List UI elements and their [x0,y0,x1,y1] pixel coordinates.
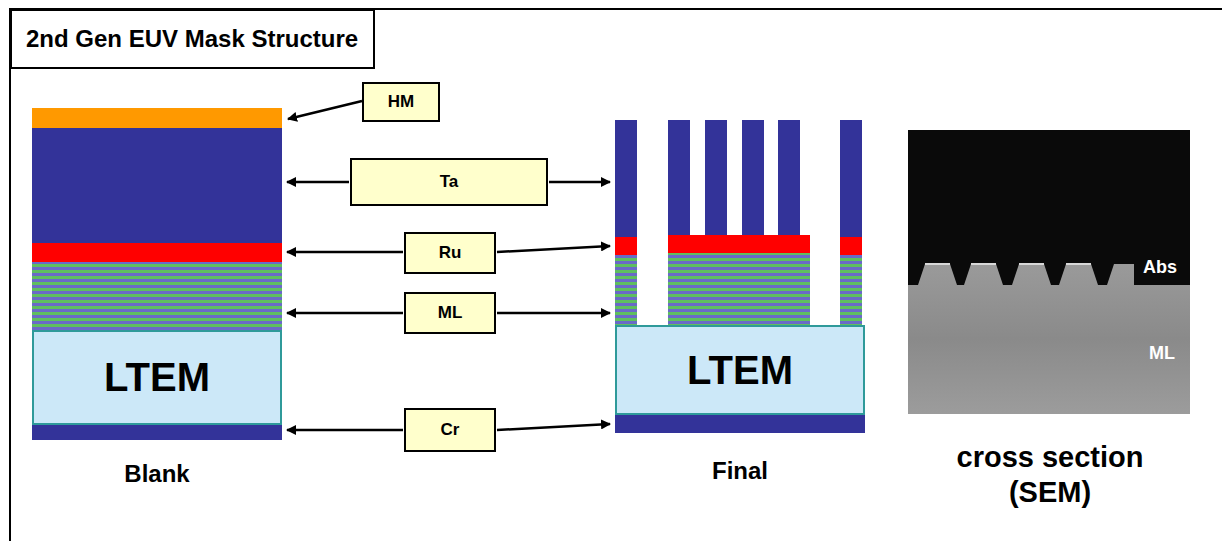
substrate-box: LTEM [615,325,865,415]
text-label: ML [1149,343,1175,364]
node-text: LTEM [687,348,793,393]
node-text: HM [388,92,414,112]
layer-label-box: Ta [350,158,548,206]
sem-image [908,130,1190,414]
frame-line [10,9,1222,541]
text-label: Final [712,457,768,485]
text-label: Blank [124,460,189,488]
node-text: ML [438,303,463,323]
text-label: cross section (SEM) [950,440,1150,510]
text-label: Abs [1143,257,1177,278]
layer-label-box: ML [404,292,496,334]
final-stack [615,120,865,433]
title-text: 2nd Gen EUV Mask Structure [26,25,358,53]
substrate-box: LTEM [32,330,282,425]
title-box: 2nd Gen EUV Mask Structure [10,9,375,69]
layer-label-box: Cr [404,408,496,452]
leader-arrows [287,101,610,430]
node-text: Ru [439,243,462,263]
node-text: LTEM [104,355,210,400]
node-text: Ta [440,172,459,192]
layer-label-box: HM [362,82,440,122]
layer-label-box: Ru [404,232,496,274]
blank-stack [32,108,282,440]
node-text: Cr [441,420,460,440]
